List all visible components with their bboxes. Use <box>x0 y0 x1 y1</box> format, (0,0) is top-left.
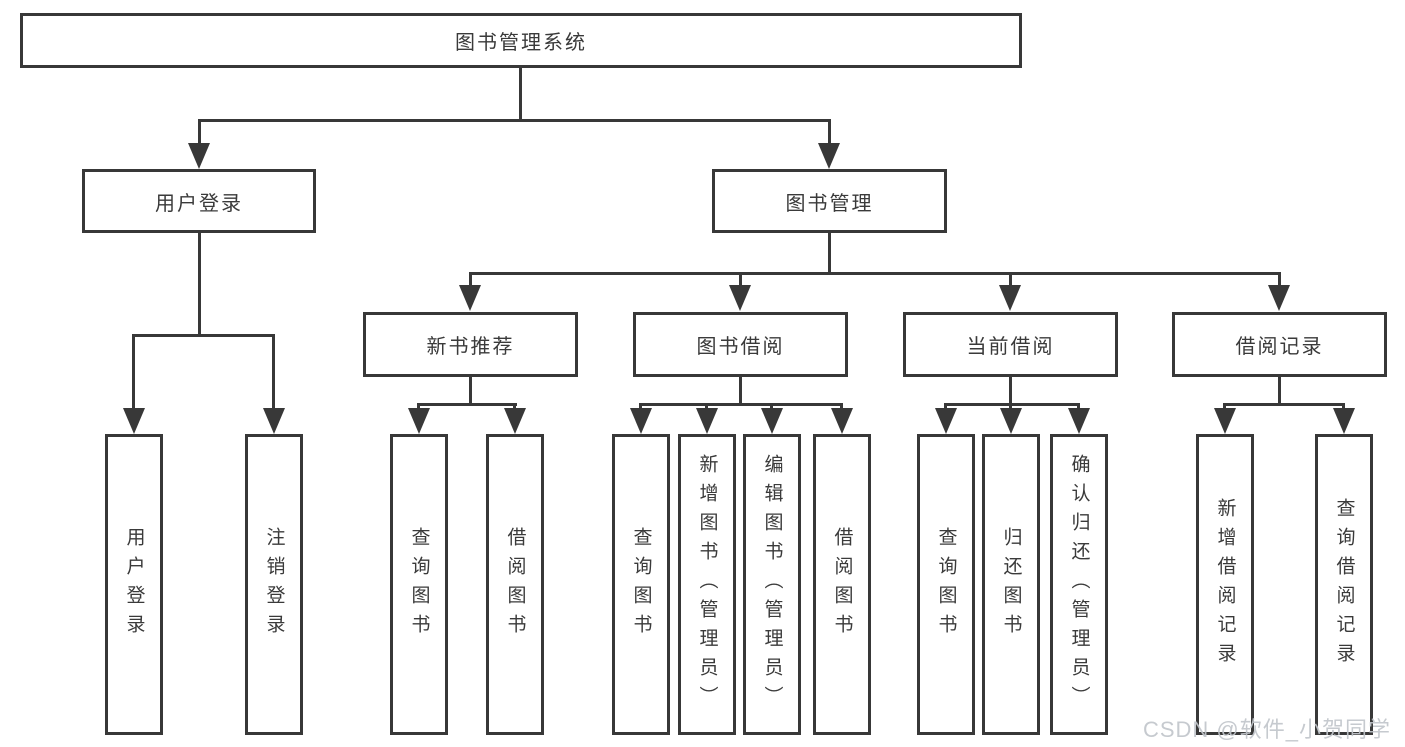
leaf-current-query-books: 查询图书 <box>917 434 975 735</box>
connector-root-bus <box>198 119 831 122</box>
leaf-return-books: 归还图书 <box>982 434 1040 735</box>
csdn-watermark: CSDN @软件_小贺同学 <box>1142 717 1391 742</box>
arrowhead-leaf-user-login <box>123 408 145 434</box>
leaf-add-borrow-record: 新增借阅记录 <box>1196 434 1254 735</box>
arrowhead-user-login <box>188 143 210 169</box>
leaf-logout: 注销登录 <box>245 434 303 735</box>
leaf-logout-label: 注销登录 <box>263 526 285 643</box>
arrowhead-recommend-borrow <box>504 408 526 434</box>
arrowhead-leaf-logout <box>263 408 285 434</box>
leaf-recommend-borrow-books-label: 借阅图书 <box>504 526 526 643</box>
leaf-add-books-admin: 新增图书（管理员） <box>678 434 736 735</box>
leaf-query-borrow-record-label: 查询借阅记录 <box>1333 497 1355 672</box>
node-book-management: 图书管理 <box>712 169 947 233</box>
leaf-return-books-label: 归还图书 <box>1000 526 1022 643</box>
node-root-label: 图书管理系统 <box>455 32 587 54</box>
leaf-user-login-label: 用户登录 <box>123 526 145 643</box>
connector-stem-borrow-records <box>1278 272 1281 286</box>
arrowhead-rec-add <box>1214 408 1236 434</box>
connector-records-drop <box>1278 377 1281 406</box>
arrowhead-bb-add <box>696 408 718 434</box>
leaf-edit-books-admin-label: 编辑图书（管理员） <box>761 454 783 715</box>
connector-recommend-drop <box>469 377 472 406</box>
connector-recommend-bus <box>417 403 517 406</box>
node-current-borrow: 当前借阅 <box>903 312 1118 377</box>
leaf-recommend-borrow-books: 借阅图书 <box>486 434 544 735</box>
connector-book-borrow-bus <box>639 403 843 406</box>
leaf-confirm-return-admin: 确认归还（管理员） <box>1050 434 1108 735</box>
arrowhead-cb-confirm <box>1068 408 1090 434</box>
connector-root-drop <box>519 68 522 120</box>
node-user-login-label: 用户登录 <box>155 192 243 215</box>
connector-user-login-bus <box>132 334 275 337</box>
leaf-borrow-books: 借阅图书 <box>813 434 871 735</box>
arrowhead-bb-query <box>630 408 652 434</box>
arrowhead-cb-query <box>935 408 957 434</box>
node-current-borrow-label: 当前借阅 <box>966 336 1055 358</box>
connector-user-login-drop <box>198 233 201 337</box>
arrowhead-current-borrow <box>999 285 1021 311</box>
leaf-confirm-return-admin-label: 确认归还（管理员） <box>1068 454 1090 715</box>
node-book-borrow: 图书借阅 <box>633 312 848 377</box>
leaf-recommend-query-books-label: 查询图书 <box>408 526 430 643</box>
node-borrow-records: 借阅记录 <box>1172 312 1387 377</box>
node-new-book-recommend-label: 新书推荐 <box>426 336 515 358</box>
connector-book-management-bus <box>469 272 1281 275</box>
connector-book-management-drop <box>828 233 831 275</box>
connector-stem-book-borrow <box>739 272 742 286</box>
arrowhead-rec-query <box>1333 408 1355 434</box>
node-new-book-recommend: 新书推荐 <box>363 312 578 377</box>
node-book-management-label: 图书管理 <box>785 192 874 215</box>
connector-current-drop <box>1009 377 1012 406</box>
arrowhead-borrow-records <box>1268 285 1290 311</box>
leaf-current-query-books-label: 查询图书 <box>935 526 957 643</box>
node-book-borrow-label: 图书借阅 <box>696 336 785 358</box>
arrowhead-book-borrow <box>729 285 751 311</box>
node-borrow-records-label: 借阅记录 <box>1235 336 1324 358</box>
leaf-add-borrow-record-label: 新增借阅记录 <box>1214 497 1236 672</box>
leaf-user-login: 用户登录 <box>105 434 163 735</box>
leaf-query-borrow-record: 查询借阅记录 <box>1315 434 1373 735</box>
leaf-recommend-query-books: 查询图书 <box>390 434 448 735</box>
leaf-borrow-books-label: 借阅图书 <box>831 526 853 643</box>
connector-stem-user-login <box>198 119 201 147</box>
connector-stem-current-borrow <box>1009 272 1012 286</box>
arrowhead-new-book-recommend <box>459 285 481 311</box>
leaf-borrow-query-books: 查询图书 <box>612 434 670 735</box>
connector-stem-leaf-logout <box>272 334 275 410</box>
arrowhead-bb-edit <box>761 408 783 434</box>
arrowhead-bb-borrow <box>831 408 853 434</box>
connector-stem-new-book-recommend <box>469 272 472 286</box>
connector-stem-book-management <box>828 119 831 147</box>
leaf-edit-books-admin: 编辑图书（管理员） <box>743 434 801 735</box>
arrowhead-book-management <box>818 143 840 169</box>
arrowhead-recommend-query <box>408 408 430 434</box>
leaf-add-books-admin-label: 新增图书（管理员） <box>696 454 718 715</box>
node-user-login: 用户登录 <box>82 169 316 233</box>
leaf-borrow-query-books-label: 查询图书 <box>630 526 652 643</box>
connector-book-borrow-drop <box>739 377 742 406</box>
arrowhead-cb-return <box>1000 408 1022 434</box>
node-root: 图书管理系统 <box>20 13 1022 68</box>
connector-records-bus <box>1223 403 1345 406</box>
connector-stem-leaf-user-login <box>132 334 135 410</box>
connector-current-bus <box>944 403 1080 406</box>
